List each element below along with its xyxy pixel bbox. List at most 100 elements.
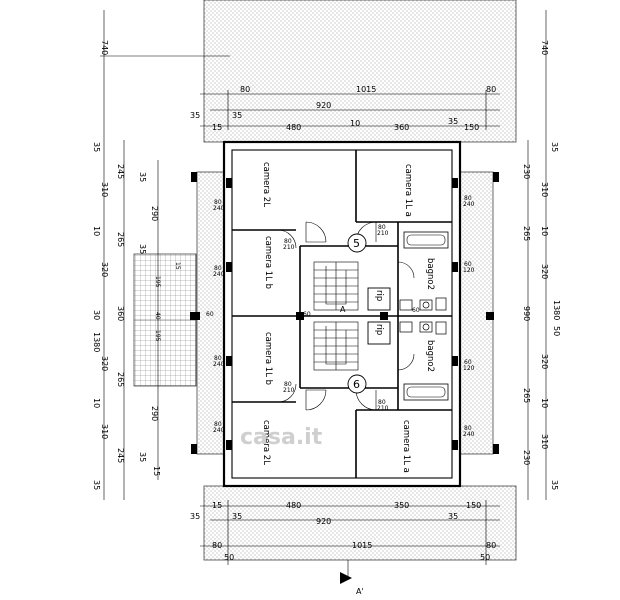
svg-text:80: 80: [284, 381, 292, 388]
dim-right-50: 50: [552, 326, 561, 336]
room-camera-2l-top: camera 2L: [261, 162, 271, 207]
dim-right-230b: 230: [522, 450, 531, 465]
dim-right-10b: 10: [540, 398, 549, 408]
dim-right-310b: 310: [540, 434, 549, 449]
svg-text:60: 60: [412, 307, 420, 314]
room-camera-1l-b-top: camera 1L b: [263, 236, 273, 289]
dim-balcony-195a: 195: [154, 276, 161, 288]
svg-text:80: 80: [464, 195, 472, 202]
dim-bottom-35-right: 35: [448, 512, 458, 521]
dim-left-360: 360: [116, 306, 125, 321]
dim-top-15: 15: [212, 123, 222, 132]
dim-left-265b: 265: [116, 372, 125, 387]
building-outline: [222, 140, 462, 488]
dim-left-1380: 1380: [92, 332, 101, 352]
dim-left-310b: 310: [100, 424, 109, 439]
svg-text:80: 80: [214, 265, 222, 272]
dim-top-920: 920: [316, 101, 331, 110]
svg-text:240: 240: [213, 361, 225, 368]
svg-text:80: 80: [214, 199, 222, 206]
dim-top-35-mid: 35: [232, 111, 242, 120]
dim-balcony-15: 15: [174, 262, 181, 270]
terrace-top: [203, 0, 517, 143]
dim-top-360: 360: [394, 123, 409, 132]
dim-left-10a: 10: [92, 226, 101, 236]
dim-left-inner-290b: 290: [150, 406, 159, 421]
dim-right-230a: 230: [522, 164, 531, 179]
dim-left-30: 30: [92, 310, 101, 320]
dim-left-740: 740: [100, 40, 109, 55]
building-inner-outline: [231, 149, 453, 479]
svg-text:60: 60: [464, 359, 472, 366]
bathtub-top-basin: [406, 234, 446, 246]
interior-walls: [232, 150, 452, 478]
room-camera-1l-b-bottom: camera 1L b: [263, 332, 273, 385]
dim-right-35a: 35: [550, 142, 559, 152]
svg-text:60: 60: [464, 261, 472, 268]
svg-text:80: 80: [378, 224, 386, 231]
dim-bottom-35-left: 35: [190, 512, 200, 521]
dim-right-320b: 320: [540, 354, 549, 369]
dim-left-245a: 245: [116, 164, 125, 179]
dimension-lines-top: [100, 55, 500, 130]
dimension-lines-right: [527, 10, 547, 500]
room-rip-top: rip: [374, 290, 384, 301]
dim-top-480: 480: [286, 123, 301, 132]
watermark: casa.it: [240, 425, 323, 450]
dim-left-10b: 10: [92, 398, 101, 408]
dim-bottom-80-left: 80: [212, 541, 222, 550]
svg-text:60: 60: [206, 311, 214, 318]
svg-text:120: 120: [463, 267, 475, 274]
svg-text:240: 240: [463, 431, 475, 438]
dim-right-35b: 35: [550, 480, 559, 490]
dim-left-245b: 245: [116, 448, 125, 463]
dim-bottom-15: 15: [212, 501, 222, 510]
dim-left-265a: 265: [116, 232, 125, 247]
dim-left-35a: 35: [92, 142, 101, 152]
dim-right-740: 740: [540, 40, 549, 55]
rip-bottom-box: [367, 321, 391, 345]
rip-top-box: [367, 287, 391, 311]
svg-text:80: 80: [284, 238, 292, 245]
dim-bottom-50-left: 50: [224, 553, 234, 562]
dimension-lines-bottom: [200, 500, 500, 580]
room-bagno2-bottom: bagno2: [425, 340, 435, 372]
dim-left-35b: 35: [92, 480, 101, 490]
dim-left-inner-35b: 35: [138, 244, 147, 254]
dim-bottom-1015: 1015: [352, 541, 372, 550]
dim-left-inner-290a: 290: [150, 206, 159, 221]
dim-bottom-35-mid: 35: [232, 512, 242, 521]
opening-labels: 80 240 80 240 80 240 80 240 80 240 60 12…: [206, 195, 475, 438]
dim-left-320a: 320: [100, 262, 109, 277]
dim-left-310a: 310: [100, 182, 109, 197]
sanitary-fixtures: [399, 297, 447, 335]
terrace-bottom: [203, 485, 517, 561]
dim-balcony-195b: 195: [154, 330, 161, 342]
dim-left-320b: 320: [100, 356, 109, 371]
section-mark-a-prime: A': [356, 587, 364, 596]
dim-left-inner-35a: 35: [138, 172, 147, 182]
dim-bottom-920: 920: [316, 517, 331, 526]
svg-text:80: 80: [464, 425, 472, 432]
svg-text:80: 80: [378, 399, 386, 406]
svg-text:80: 80: [214, 421, 222, 428]
svg-text:240: 240: [463, 201, 475, 208]
dim-right-265b: 265: [522, 388, 531, 403]
dim-bottom-150: 150: [466, 501, 481, 510]
dim-top-150: 150: [464, 123, 479, 132]
section-mark-a: A: [340, 305, 346, 314]
staircase-top: [313, 261, 359, 311]
unit-marker-bottom: [347, 374, 367, 394]
svg-text:80: 80: [214, 355, 222, 362]
svg-text:240: 240: [213, 271, 225, 278]
dim-top-10: 10: [350, 119, 360, 128]
svg-text:60: 60: [303, 311, 311, 318]
dim-top-35-left: 35: [190, 111, 200, 120]
room-camera-2l-bottom: camera 2L: [261, 420, 271, 465]
dimension-lines-left: [103, 10, 159, 500]
dim-right-990: 990: [522, 306, 531, 321]
room-bagno2-top: bagno2: [425, 258, 435, 290]
dim-bottom-80-right: 80: [486, 541, 496, 550]
dim-balcony-40: 40: [154, 312, 161, 320]
